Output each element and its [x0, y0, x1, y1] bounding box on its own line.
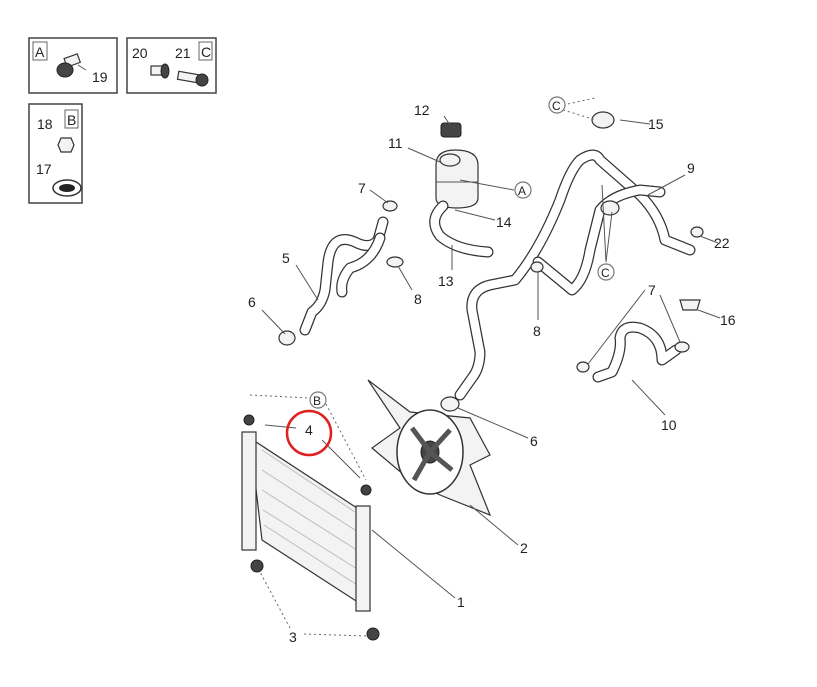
callout-15: 15 [648, 116, 664, 132]
svg-text:C: C [552, 99, 561, 113]
callout-7: 7 [648, 282, 656, 298]
svg-text:C: C [601, 266, 610, 280]
callout-21: 21 [175, 45, 191, 61]
callout-8: 8 [533, 323, 541, 339]
callout-1: 1 [457, 594, 465, 610]
leader-lines [249, 97, 721, 637]
callout-4: 4 [305, 422, 313, 438]
inset-tag-c: C [201, 44, 211, 60]
callout-22: 22 [714, 235, 730, 251]
hose-5 [299, 216, 389, 336]
callout-13: 13 [438, 273, 454, 289]
hose-10 [592, 321, 682, 383]
callout-6: 6 [248, 294, 256, 310]
expansion-tank [429, 122, 494, 258]
callout-7: 7 [358, 180, 366, 196]
highlight-circle [285, 409, 333, 457]
callout-9: 9 [687, 160, 695, 176]
svg-text:B: B [313, 394, 321, 408]
inset-box-c: C 20 21 [126, 37, 217, 94]
callout-8: 8 [414, 291, 422, 307]
callout-3: 3 [289, 629, 297, 645]
radiator-1 [241, 414, 380, 641]
part-18-nut-icon [57, 137, 75, 153]
callout-12: 12 [414, 102, 430, 118]
fan-assembly-2 [367, 379, 492, 517]
callout-10: 10 [661, 417, 677, 433]
inset-tag-b: B [67, 112, 76, 128]
inset-box-a: A 19 [28, 37, 118, 94]
callout-14: 14 [496, 214, 512, 230]
svg-text:A: A [518, 184, 526, 198]
hose-clips [278, 111, 704, 412]
callout-16: 16 [720, 312, 736, 328]
callout-11: 11 [388, 135, 403, 151]
inset-box-b: B 18 17 [28, 103, 83, 204]
callout-labels: 12 11 7 14 13 5 8 6 15 9 22 7 8 16 10 6 … [248, 102, 736, 645]
hose-9 [454, 149, 696, 401]
callout-18: 18 [37, 116, 53, 132]
part-17-washer-icon [52, 179, 82, 197]
cap-12-icon [440, 122, 462, 138]
part-20-icon [150, 63, 170, 79]
ref-tag-a: A [514, 181, 532, 199]
part-21-icon [176, 70, 209, 87]
callout-2: 2 [520, 540, 528, 556]
ref-tag-c: C [548, 96, 566, 114]
callout-6: 6 [530, 433, 538, 449]
inset-tag-a: A [35, 44, 45, 60]
ref-tag-c: C [597, 263, 615, 281]
part-19-icon [56, 53, 82, 78]
callout-5: 5 [282, 250, 290, 266]
ref-tag-b: B [309, 391, 327, 409]
callout-17: 17 [36, 161, 52, 177]
callout-20: 20 [132, 45, 148, 61]
callout-19: 19 [92, 69, 108, 85]
